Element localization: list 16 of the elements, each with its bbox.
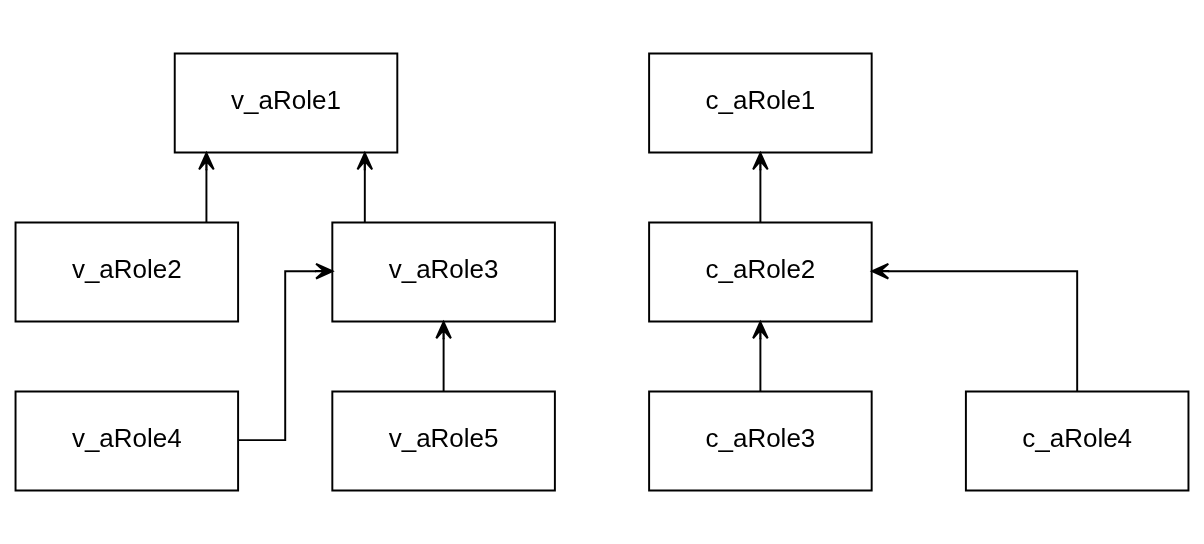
arrow — [871, 262, 1079, 393]
arrow — [356, 152, 374, 224]
node-box: c_aRole4 — [964, 390, 1190, 492]
node-box: v_aRole3 — [331, 221, 556, 323]
node-box: c_aRole2 — [648, 221, 873, 323]
node-box: c_aRole1 — [648, 52, 873, 154]
node-box: c_aRole3 — [648, 390, 873, 492]
node-box: v_aRole4 — [14, 390, 240, 492]
arrow — [752, 321, 769, 393]
arrow — [198, 152, 215, 224]
node-box: v_aRole2 — [14, 221, 240, 323]
arrow — [237, 262, 334, 442]
node-box: v_aRole5 — [331, 390, 556, 492]
arrow — [752, 152, 769, 224]
arrow — [435, 321, 452, 393]
node-box: v_aRole1 — [173, 52, 399, 154]
